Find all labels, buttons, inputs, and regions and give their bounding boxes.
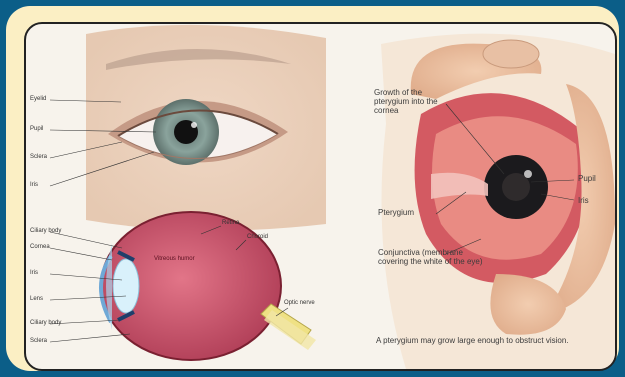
pterygium-caption: A pterygium may grow large enough to obs… (376, 336, 606, 345)
label-ciliary-body-bottom: Ciliary body (30, 320, 61, 327)
label-pterygium: Pterygium (378, 208, 414, 217)
label-pupil: Pupil (30, 126, 43, 133)
label-ciliary-body-top: Ciliary body (30, 228, 61, 235)
label-sclera: Sclera (30, 154, 47, 161)
label-pupil-right: Pupil (578, 174, 596, 183)
label-conjunctiva: Conjunctiva (membrane covering the white… (378, 248, 488, 266)
eye-cross-section (50, 212, 316, 360)
eye-illustration (26, 24, 615, 369)
lens-shape (113, 259, 139, 313)
label-retina: Retina (222, 220, 239, 227)
label-growth-pterygium: Growth of the pterygium into the cornea (374, 88, 454, 115)
label-iris-section: Iris (30, 270, 38, 277)
label-choroid: Choroid (247, 234, 268, 241)
label-sclera-section: Sclera (30, 338, 47, 345)
label-iris-right: Iris (578, 196, 589, 205)
external-eye (50, 25, 326, 231)
label-optic-nerve: Optic nerve (284, 300, 315, 307)
label-iris: Iris (30, 182, 38, 189)
label-eyelid: Eyelid (30, 96, 46, 103)
label-vitreous-humor: Vitreous humor (154, 256, 195, 263)
label-cornea: Cornea (30, 244, 50, 251)
illustration-panel: Eyelid Pupil Sclera Iris Retina Choroid … (24, 22, 617, 371)
illustration-frame: Eyelid Pupil Sclera Iris Retina Choroid … (6, 6, 619, 371)
label-lens: Lens (30, 296, 43, 303)
